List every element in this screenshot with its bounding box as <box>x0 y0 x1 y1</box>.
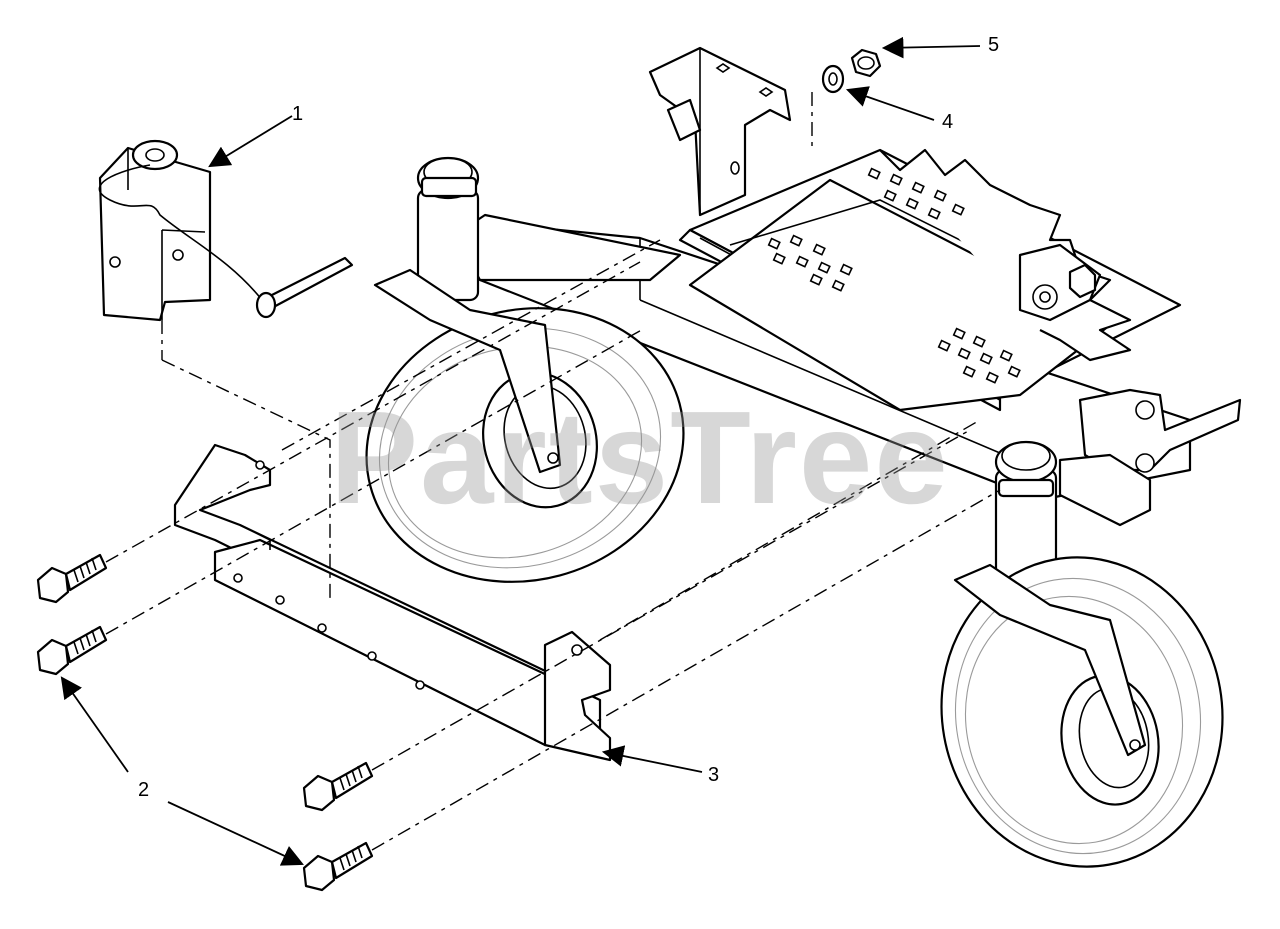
flat-washer <box>821 64 845 94</box>
leader-lines <box>60 36 981 866</box>
hex-bolt-3 <box>302 761 374 812</box>
lock-nut <box>850 48 882 78</box>
deck-frame <box>478 46 1242 527</box>
callout-1: 1 <box>292 103 304 125</box>
left-caster-wheel <box>365 156 685 583</box>
callout-2: 2 <box>138 779 150 801</box>
callout-3: 3 <box>708 764 720 786</box>
hex-bolt-2 <box>36 625 108 676</box>
hex-bolt-1 <box>36 553 108 604</box>
hex-bolt-4 <box>302 841 374 892</box>
assembly-lines <box>105 239 1001 851</box>
callout-5: 5 <box>988 34 1000 56</box>
hitch-pin-assembly <box>98 139 354 360</box>
hitch-bar <box>173 443 612 762</box>
right-caster-wheel <box>940 440 1224 868</box>
watermark-logo: PartsTree <box>330 384 950 531</box>
callout-4: 4 <box>942 111 954 133</box>
